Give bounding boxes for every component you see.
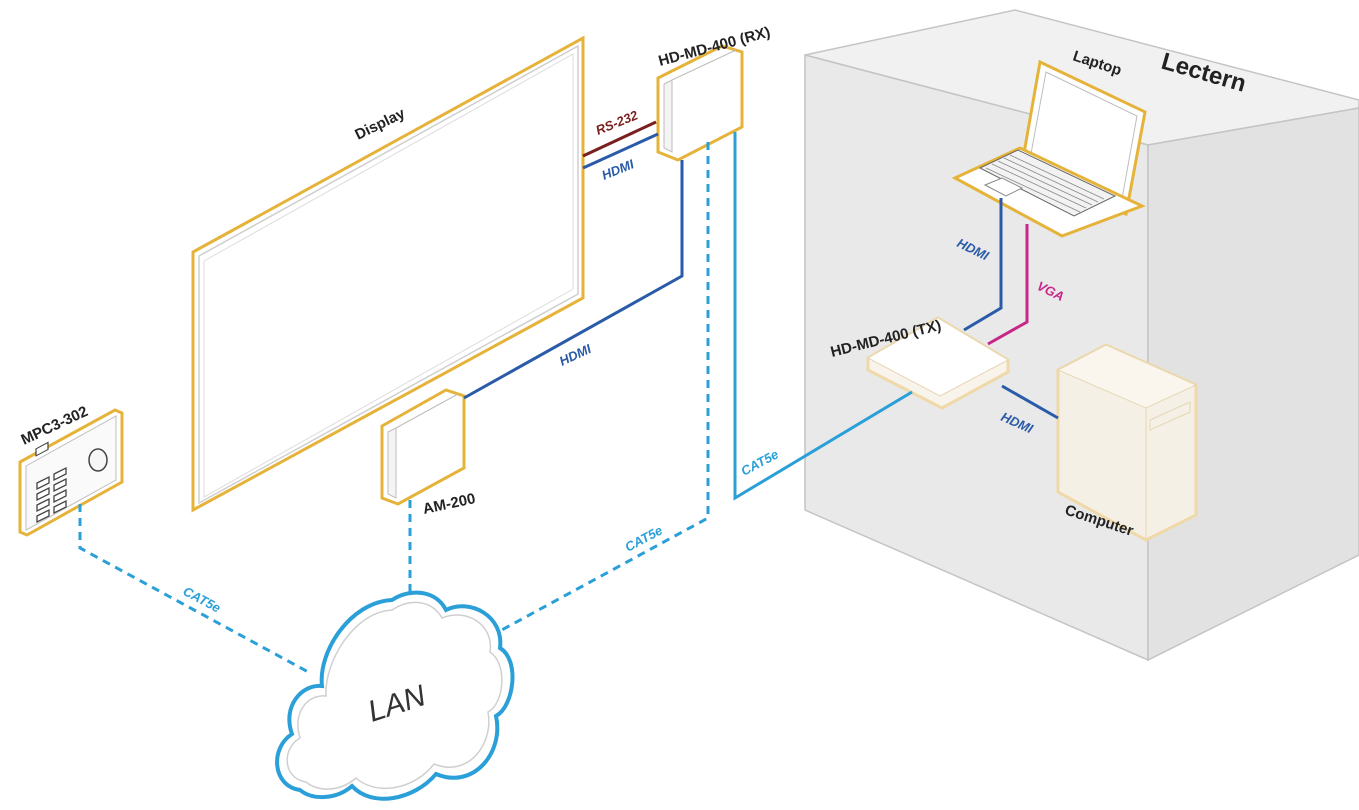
am-200-device <box>380 388 466 506</box>
laptop-device <box>951 59 1147 238</box>
hd-md-400-rx-device <box>656 44 744 162</box>
hdmi-am200-cable <box>463 160 684 400</box>
hdmi-am200-label: HDMI <box>557 341 594 369</box>
display-device <box>191 35 585 513</box>
am-200-label: AM-200 <box>421 490 477 518</box>
mpc3-302-button-grid <box>36 466 67 524</box>
cat5e-mpc-lan-label: CAT5e <box>181 583 224 615</box>
hdmi-rx-display-label: HDMI <box>600 156 637 182</box>
mpc3-302-buttons <box>35 441 49 457</box>
vga-laptop-cable <box>987 224 1029 346</box>
mpc3-302-volume-knob <box>88 448 108 472</box>
cat5e-rx-tx-cable <box>733 132 913 501</box>
hdmi-computer-cable <box>1001 384 1059 420</box>
rs232-cable <box>582 120 657 158</box>
lan-cloud <box>275 590 515 801</box>
cat5e-rx-lan-label: CAT5e <box>622 523 665 555</box>
hd-md-400-tx-device <box>866 316 1010 410</box>
hdmi-rx-display-cable <box>582 132 659 170</box>
mpc3-302-device <box>18 408 124 537</box>
cat5e-rx-lan-cable <box>497 142 710 634</box>
computer-device <box>1056 343 1198 542</box>
hdmi-laptop-cable <box>963 198 1003 332</box>
laptop-keys <box>985 154 1105 213</box>
cat5e-mpc-lan-cable <box>78 504 313 676</box>
